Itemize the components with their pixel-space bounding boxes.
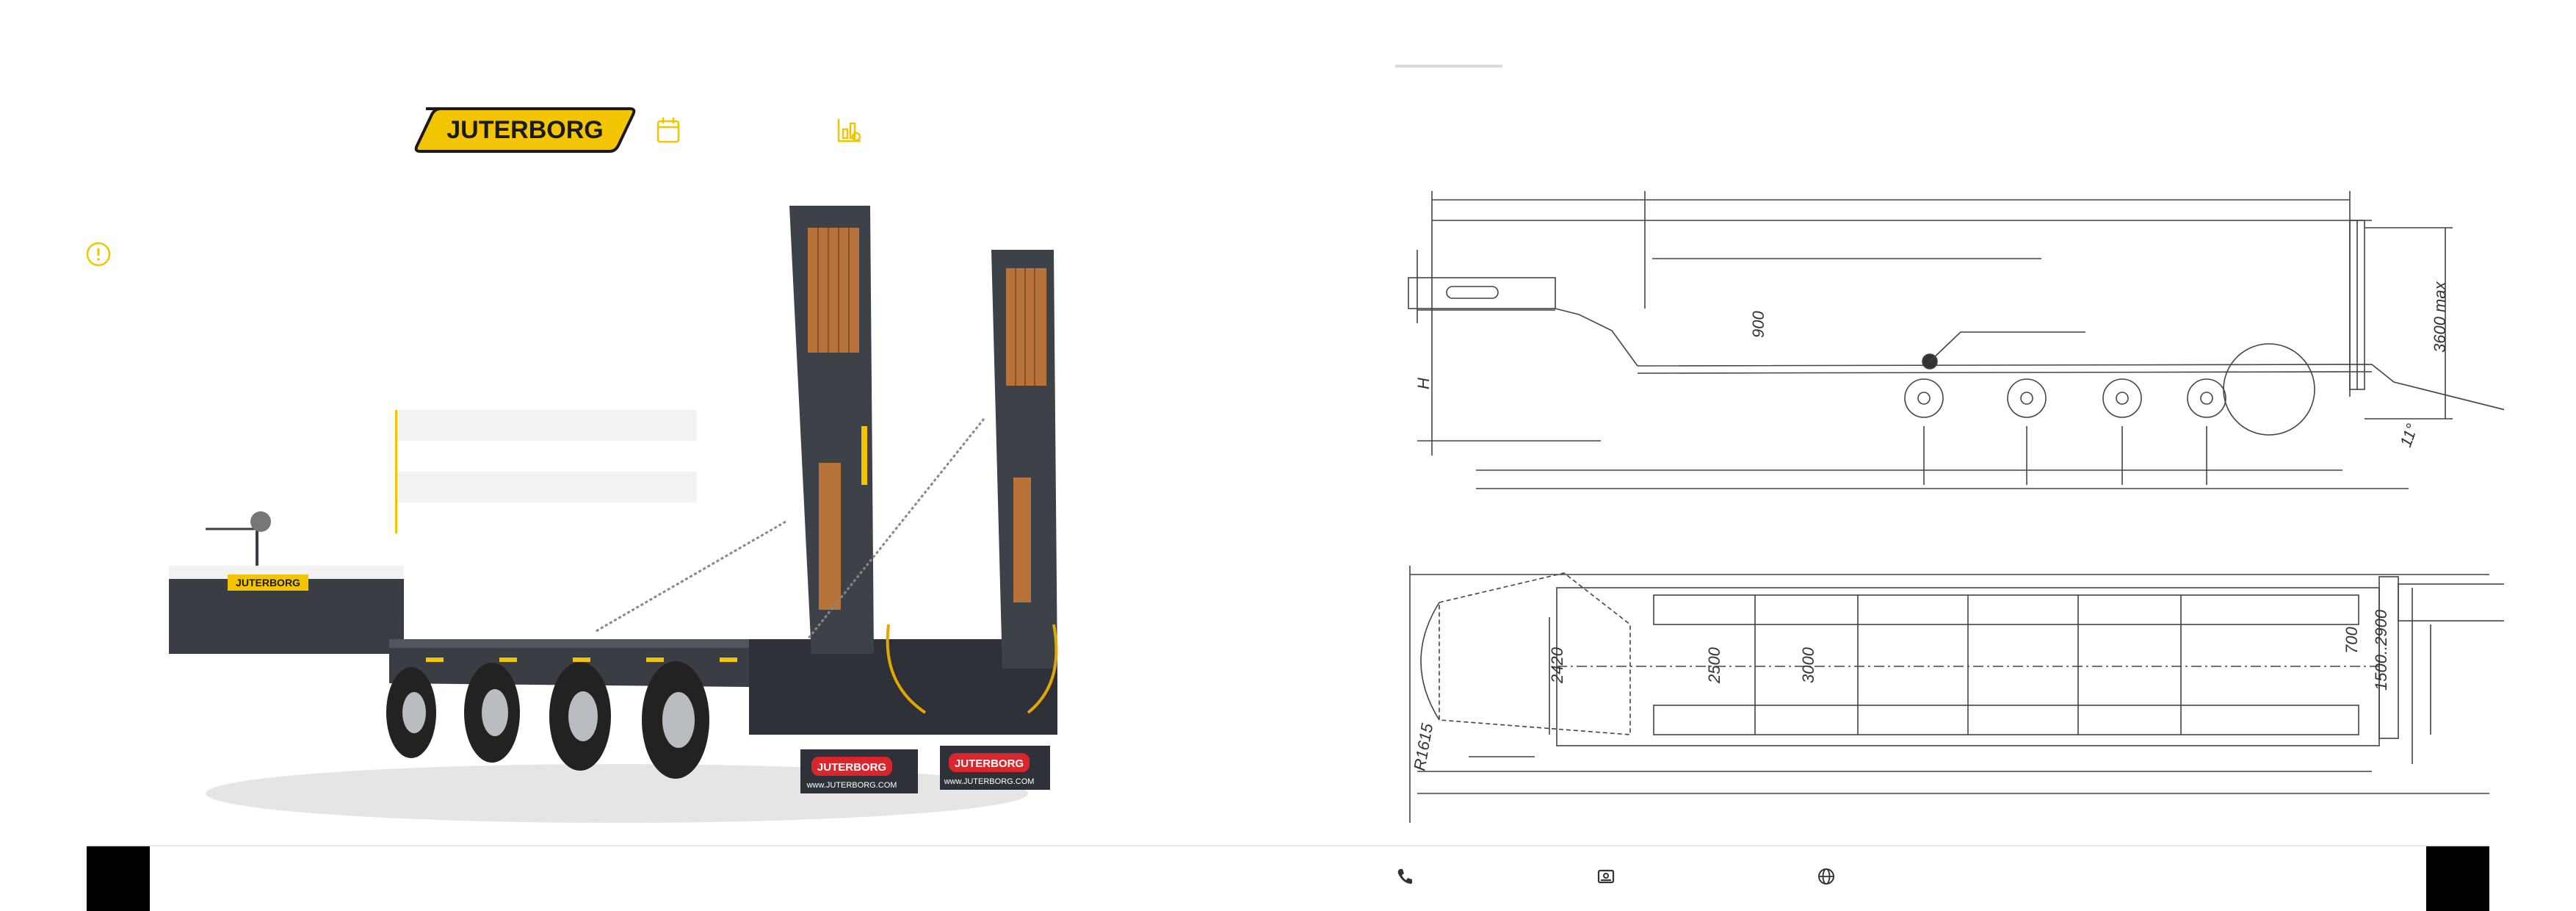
logo-text: JUTERBORG [446, 116, 603, 144]
dim-700: 700 [2342, 627, 2361, 654]
dim-2500: 2500 [1705, 647, 1723, 684]
footer-divider [87, 845, 2489, 846]
calendar-icon [656, 116, 681, 144]
trailer-image: JUTERBORG JUTERBORG www.JUTERBORG.COM [147, 198, 1138, 830]
footer-block-right [2426, 846, 2489, 911]
site-text-left: www.JUTERBORG.COM [806, 781, 897, 790]
dim-1500-2900: 1500..2900 [2372, 609, 2390, 691]
brand-logo: JUTERBORG [413, 107, 637, 153]
gooseneck-logo-text: JUTERBORG [236, 577, 300, 588]
info-icon [85, 241, 112, 267]
spec-row [397, 472, 697, 503]
phone-icon[interactable] [1395, 867, 1414, 886]
side-view [1408, 191, 2512, 489]
site-text-right: www.JUTERBORG.COM [944, 777, 1035, 786]
footer-block-left [87, 846, 150, 911]
spec-table [395, 410, 697, 533]
dim-3000: 3000 [1799, 647, 1817, 683]
globe-icon[interactable] [1817, 867, 1836, 886]
mail-icon[interactable] [1596, 867, 1616, 886]
dim-2420: 2420 [1548, 647, 1566, 684]
spec-row [397, 410, 697, 441]
dim-h: H [1414, 378, 1433, 389]
dim-r1615: R1615 [1410, 721, 1436, 772]
dim-11: 11° [2396, 421, 2421, 449]
technical-drawing: 900 H 3600 max 11° [1388, 176, 2512, 823]
section-divider [1395, 65, 1502, 68]
dim-3600: 3600 max [2431, 281, 2449, 353]
mudflap-text-left: JUTERBORG [817, 761, 886, 774]
top-view [1409, 566, 2509, 823]
dim-900: 900 [1749, 311, 1768, 338]
chart-icon [836, 116, 862, 144]
mudflap-text-right: JUTERBORG [955, 757, 1024, 770]
